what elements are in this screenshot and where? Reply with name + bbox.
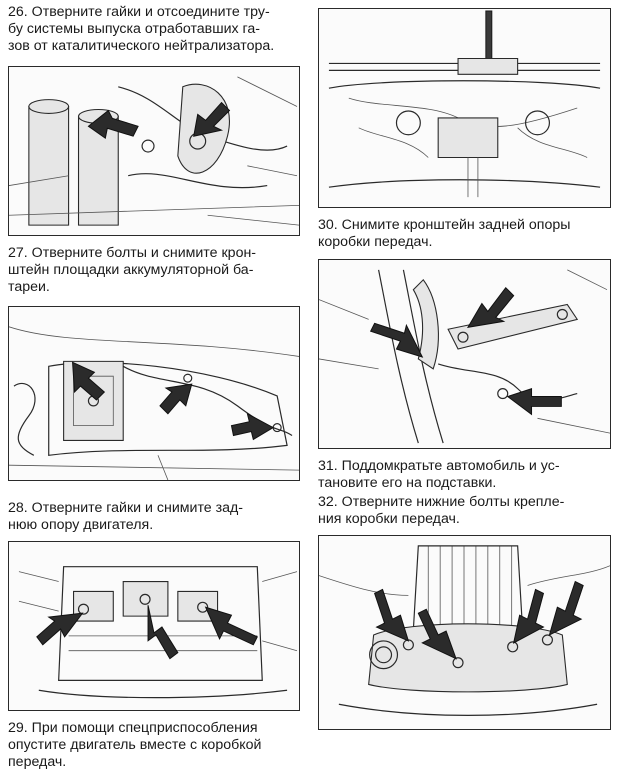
- caption-line: передач.: [8, 754, 67, 770]
- figure-29-engine-support-tool: [318, 8, 611, 208]
- caption-line: бу системы выпуска отработавших га-: [8, 21, 261, 37]
- arrow-pointer-icon: [87, 109, 139, 139]
- arrow-pointer-icon: [147, 605, 179, 660]
- arrow-pointer-icon: [204, 606, 258, 646]
- arrow-pointer-icon: [374, 588, 410, 642]
- arrow-pointer-icon: [193, 101, 231, 137]
- step-28-caption: 28. Отверните гайки и снимите зад- нюю о…: [8, 500, 298, 534]
- figure-28-rear-engine-mount: [8, 541, 300, 711]
- caption-line: 28. Отверните гайки и снимите зад-: [8, 500, 244, 516]
- arrow-pointer-icon: [417, 608, 457, 660]
- caption-line: тареи.: [8, 279, 50, 295]
- step-32-caption: 32. Отверните нижние болты крепле- ния к…: [318, 494, 611, 528]
- figure-30-transmission-bracket: [318, 259, 611, 449]
- arrow-pointer-icon: [369, 322, 424, 358]
- step-30-caption: 30. Снимите кронштейн задней опоры короб…: [318, 217, 611, 251]
- caption-line: 26. Отверните гайки и отсоедините тру-: [8, 4, 270, 20]
- caption-line: ния коробки передач.: [318, 511, 460, 527]
- step-26-caption: 26. Отверните гайки и отсоедините тру- б…: [8, 4, 298, 55]
- step-27-caption: 27. Отверните болты и снимите крон- штей…: [8, 245, 298, 296]
- caption-line: штейн площадки аккумуляторной ба-: [8, 262, 254, 278]
- caption-line: 31. Поддомкратьте автомобиль и ус-: [318, 458, 560, 474]
- caption-line: опустите двигатель вместе с коробкой: [8, 737, 262, 753]
- arrow-pointer-icon: [506, 387, 562, 416]
- caption-line: зов от каталитического нейтрализатора.: [8, 38, 275, 54]
- arrow-pointer-icon: [467, 286, 515, 328]
- caption-line: 30. Снимите кронштейн задней опоры: [318, 217, 571, 233]
- caption-line: 29. При помощи спецприспособления: [8, 720, 258, 736]
- figure-32-transmission-lower-bolts: [318, 535, 611, 730]
- figure-27-battery-bracket: [8, 306, 300, 481]
- arrow-pointer-icon: [159, 383, 193, 415]
- caption-line: 27. Отверните болты и снимите крон-: [8, 245, 257, 261]
- caption-line: коробки передач.: [318, 234, 433, 250]
- arrow-pointer-icon: [512, 588, 545, 644]
- figure-26-exhaust-pipe: [8, 66, 300, 236]
- caption-line: тановите его на подставки.: [318, 475, 497, 491]
- step-29-caption: 29. При помощи спецприспособления опусти…: [8, 720, 298, 771]
- arrow-pointer-icon: [72, 361, 106, 401]
- arrow-pointer-icon: [36, 612, 84, 646]
- arrow-pointer-icon: [230, 412, 275, 441]
- caption-line: 32. Отверните нижние болты крепле-: [318, 494, 565, 510]
- arrow-pointer-icon: [548, 580, 584, 636]
- step-31-caption: 31. Поддомкратьте автомобиль и ус- танов…: [318, 458, 611, 492]
- caption-line: нюю опору двигателя.: [8, 517, 154, 533]
